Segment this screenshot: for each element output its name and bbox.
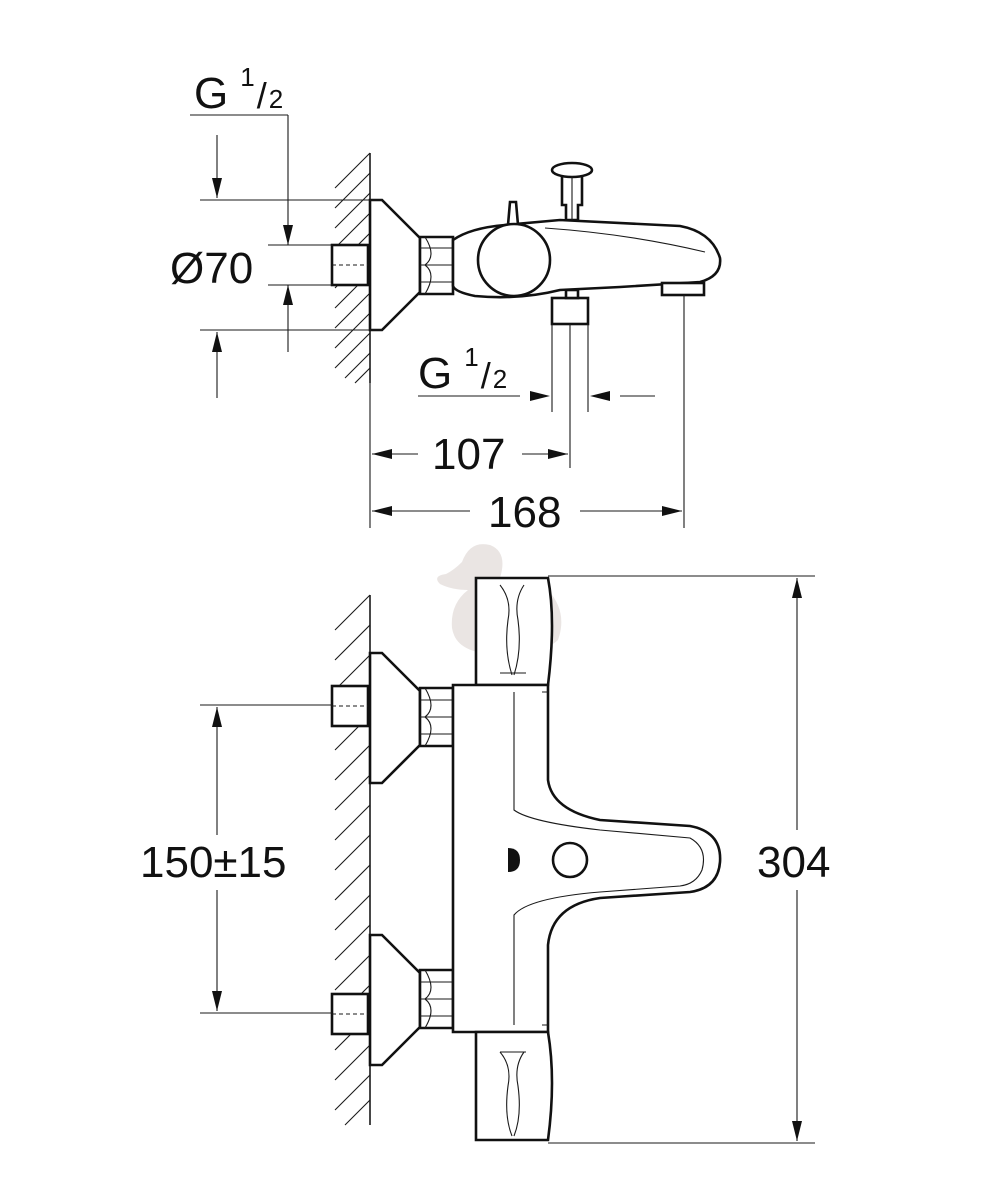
spout-button — [551, 841, 589, 879]
wall-flange-top — [368, 198, 422, 332]
handle-circle-top — [476, 222, 552, 298]
wall-hatch-bottom — [334, 594, 371, 1126]
dimension-168: 168 — [488, 488, 561, 537]
dimension-arrows-bottom — [212, 578, 802, 1141]
dimension-107: 107 — [432, 430, 505, 479]
lower-handle — [474, 1030, 554, 1142]
temp-indicator — [508, 848, 520, 872]
wall-flange-lower — [368, 933, 422, 1067]
dimension-304: 304 — [757, 838, 830, 887]
diameter-label: Ø70 — [170, 244, 253, 293]
wall-flange-upper — [368, 651, 422, 785]
dimension-arrows-top — [212, 178, 682, 516]
dimension-150: 150±15 — [140, 838, 287, 887]
outlet-stub — [550, 296, 590, 326]
upper-handle — [474, 576, 554, 687]
aerator — [660, 281, 706, 297]
witness-lines-bottom — [200, 575, 815, 1144]
lever-top — [506, 200, 520, 227]
front-view: 150±15 304 — [140, 575, 830, 1144]
